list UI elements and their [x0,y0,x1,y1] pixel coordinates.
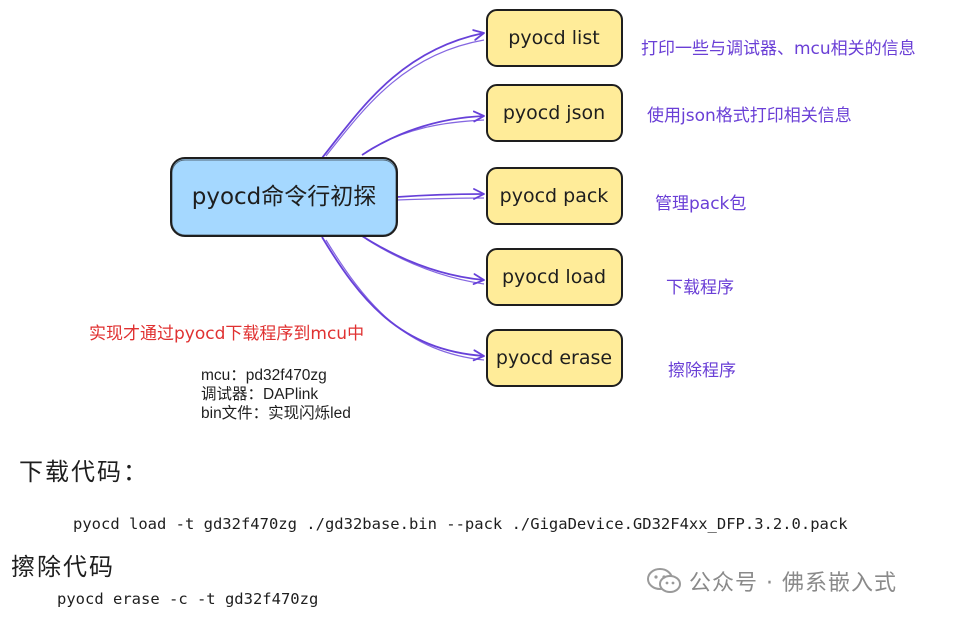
center-node: pyocd命令行初探 [170,157,398,237]
desc-erase: 擦除程序 [668,361,736,381]
goal-text: 实现才通过pyocd下载程序到mcu中 [89,324,365,344]
watermark: 公众号 · 佛系嵌入式 [645,565,897,597]
info-block: mcu：pd32f470zg 调试器：DAPlink bin文件：实现闪烁led [201,366,351,423]
command-label-json: pyocd json [503,102,605,124]
command-node-list: pyocd list [486,9,623,67]
arrow-to-list [321,29,485,159]
command-node-json: pyocd json [486,84,623,142]
command-label-list: pyocd list [508,27,599,49]
arrow-to-load [361,235,485,285]
command-label-erase: pyocd erase [496,347,612,369]
wechat-icon [647,568,681,593]
arrow-to-pack [396,188,485,200]
desc-load: 下载程序 [666,278,734,298]
command-node-erase: pyocd erase [486,329,623,387]
info-mcu: mcu：pd32f470zg [201,367,327,384]
download-heading: 下载代码： [19,458,149,486]
command-node-pack: pyocd pack [486,167,623,225]
desc-pack: 管理pack包 [655,194,747,214]
connector-arrows [321,29,485,362]
download-code: pyocd load -t gd32f470zg ./gd32base.bin … [73,515,848,533]
center-node-label: pyocd命令行初探 [192,184,377,210]
command-node-load: pyocd load [486,248,623,306]
command-label-pack: pyocd pack [500,185,609,207]
watermark-text: 公众号 · 佛系嵌入式 [689,571,897,596]
erase-code: pyocd erase -c -t gd32f470zg [57,590,319,608]
info-bin-file: bin文件：实现闪烁led [201,405,351,422]
desc-list: 打印一些与调试器、mcu相关的信息 [641,39,916,59]
command-label-load: pyocd load [502,266,606,288]
info-debugger: 调试器：DAPlink [201,386,319,403]
desc-json: 使用json格式打印相关信息 [647,106,852,126]
erase-heading: 擦除代码 [11,553,115,581]
